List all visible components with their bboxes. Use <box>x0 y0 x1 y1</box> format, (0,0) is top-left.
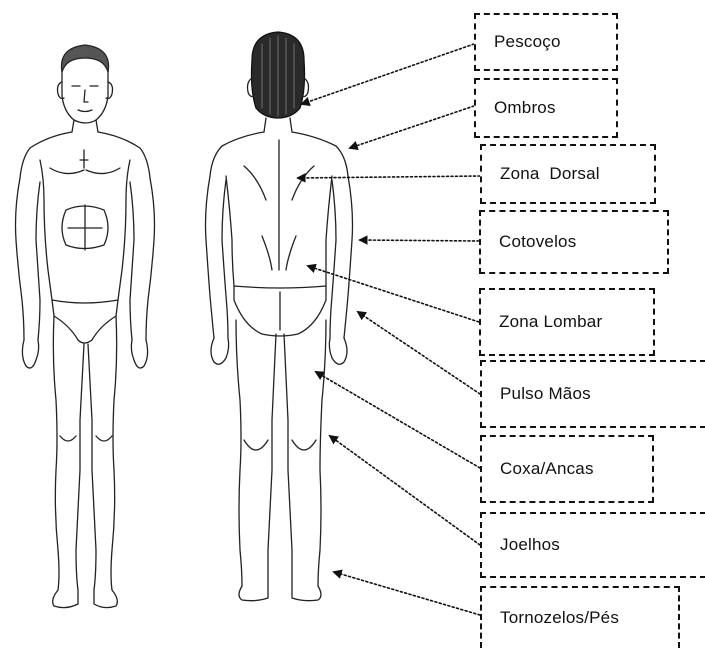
label-zona-dorsal: Zona Dorsal <box>480 144 656 204</box>
label-cotovelos-text: Cotovelos <box>499 232 576 252</box>
arrow-coxa <box>316 372 480 468</box>
label-cotovelos: Cotovelos <box>479 210 669 274</box>
front-figure <box>16 45 155 608</box>
label-ombros-text: Ombros <box>494 98 556 118</box>
label-pescoco-text: Pescoço <box>494 32 561 52</box>
arrow-ombros <box>350 106 474 148</box>
label-pulso-maos-text: Pulso Mãos <box>500 384 591 404</box>
arrow-pescoco <box>302 44 474 104</box>
label-ombros: Ombros <box>474 78 618 138</box>
label-joelhos-text: Joelhos <box>500 535 560 555</box>
arrow-pulso <box>358 312 480 394</box>
label-zona-lombar: Zona Lombar <box>479 288 655 356</box>
label-pescoco: Pescoço <box>474 13 618 71</box>
arrow-joelhos <box>330 436 480 545</box>
label-tornozelos-pes-text: Tornozelos/Pés <box>500 608 619 628</box>
label-coxa-ancas: Coxa/Ancas <box>480 435 654 503</box>
back-figure <box>206 32 353 601</box>
arrow-cotovelos <box>360 240 479 241</box>
label-pulso-maos: Pulso Mãos <box>480 360 705 428</box>
label-zona-lombar-text: Zona Lombar <box>499 312 602 332</box>
arrow-tornozelos <box>334 572 480 615</box>
label-zona-dorsal-text: Zona Dorsal <box>500 164 600 184</box>
label-joelhos: Joelhos <box>480 512 705 578</box>
label-coxa-ancas-text: Coxa/Ancas <box>500 459 594 479</box>
arrow-dorsal <box>298 176 480 178</box>
arrow-lombar <box>308 266 479 322</box>
label-tornozelos-pes: Tornozelos/Pés <box>480 586 680 648</box>
